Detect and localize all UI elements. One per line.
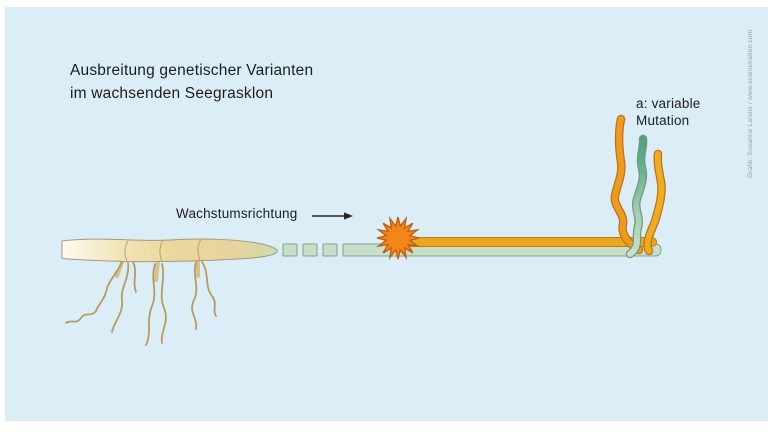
growth-direction-label: Wachstumsrichtung xyxy=(176,206,298,221)
figure-title: Ausbreitung genetischer Varianten im wac… xyxy=(70,60,313,105)
mutant-orange-band xyxy=(401,237,658,247)
runner-dashes xyxy=(282,243,338,257)
mutation-label-line1: a: variable xyxy=(636,96,701,111)
arrow-right-icon xyxy=(312,212,353,220)
mutation-label-line2: Mutation xyxy=(636,113,690,128)
rhizome-segment-lines xyxy=(124,238,202,262)
leaf-orange-left xyxy=(610,114,644,255)
credit-text: Grafik: Susanne Landis / www.scienstrati… xyxy=(747,29,754,178)
starburst-icon xyxy=(376,216,420,260)
rhizome-roots xyxy=(65,258,217,346)
leaf-gold-right xyxy=(643,149,666,256)
leaf-green-middle xyxy=(625,134,648,259)
mutation-label: a: variable Mutation xyxy=(636,95,701,129)
rhizome xyxy=(61,238,279,263)
seagrass-leaves xyxy=(610,114,666,259)
figure-title-line2: im wachsenden Seegrasklon xyxy=(70,84,274,102)
figure-title-line1: Ausbreitung genetischer Varianten xyxy=(70,62,314,79)
